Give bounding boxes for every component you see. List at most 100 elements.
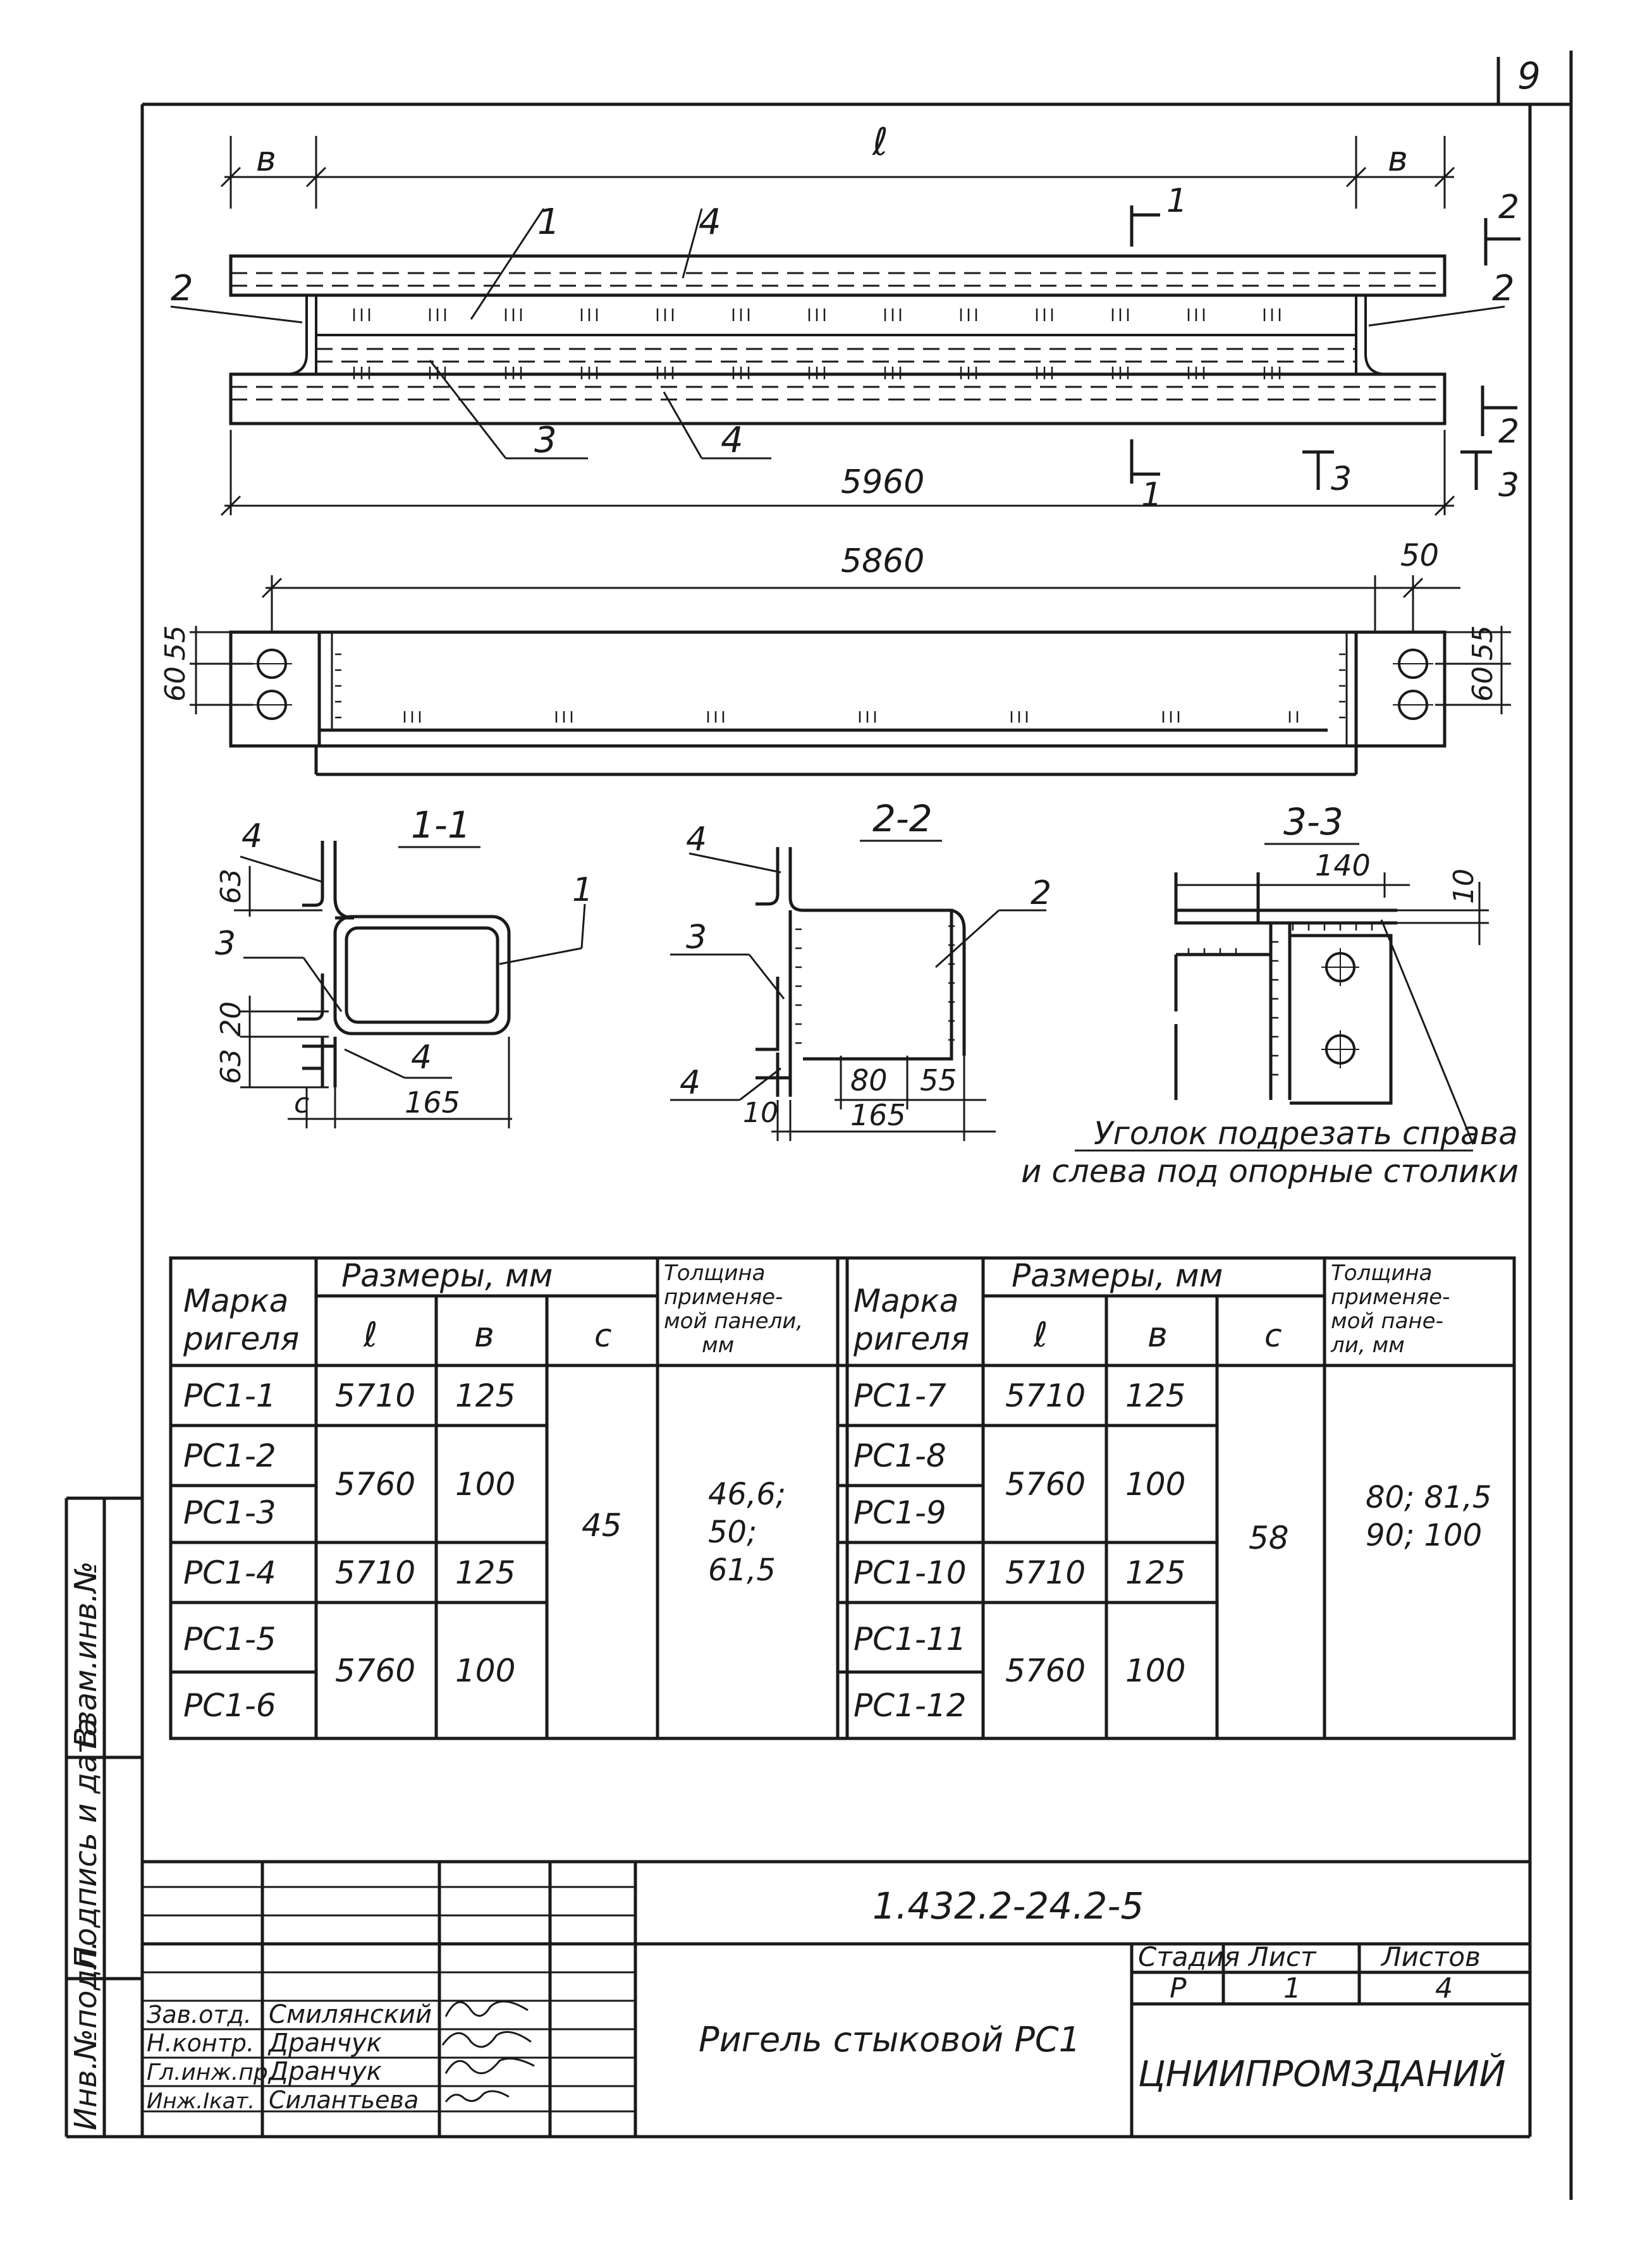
tr-row-4-mark: РС1-10 [854,1554,967,1591]
s33-dim-140: 140 [1315,848,1371,882]
tl-header-c: с [594,1317,612,1354]
section-1-1: 1-1 [215,803,593,1128]
s11-dim-63-top: 63 [215,869,247,904]
section-mark-1-bottom: 1 [1141,476,1162,514]
s22-dim-165: 165 [850,1098,906,1132]
staff-role-4: Инж.Iкат. [147,2089,255,2114]
tr-row-2-b: 100 [1125,1466,1185,1503]
sheet-number: 9 [1517,54,1541,97]
staff-name-2: Дранчук [267,2029,382,2058]
s33-note-line-2: и слева под опорные столики [1021,1153,1519,1190]
section-mark-2-bottom: 2 [1498,413,1519,451]
stamp-sign-date: Подпись и дата [68,1718,104,1969]
tr-row-1-mark: РС1-7 [854,1377,946,1414]
section-3-3: 3-3 [1021,800,1519,1190]
section-1-1-title: 1-1 [411,803,471,846]
staff-role-3: Гл.инж.пр. [147,2060,275,2085]
s22-dim-55: 55 [920,1063,957,1097]
tl-header-mark-1: Марка [183,1283,288,1319]
side-stamp: Взам.инв.№ Подпись и дата Инв.№подл. [64,1496,142,2139]
drawing-title: Ригель стыковой РС1 [699,2020,1080,2060]
tr-row-4-b: 125 [1125,1554,1185,1591]
tr-row-5-l: 5760 [1005,1652,1086,1689]
tl-row-4-b: 125 [455,1554,515,1591]
staff-name-3: Дранчук [267,2057,382,2086]
staff-name-4: Силантьева [269,2086,419,2114]
callout-1: 1 [537,202,560,243]
s11-dim-20: 20 [215,1001,247,1037]
plan-edge-left: 55 [159,625,192,661]
callout-2-right: 2 [1492,268,1515,309]
tl-row-2-l: 5760 [335,1466,415,1503]
tl-thickness-2: 50; [708,1515,757,1550]
stamp-inv-orig: Инв.№подл. [68,1940,104,2130]
tl-th-2: применяе- [664,1285,783,1310]
section-2-2: 2-2 [670,797,1051,1141]
sheet-value: 1 [1283,1972,1301,2005]
dim-l: ℓ [872,120,888,164]
plan-edge-right: 55 [1467,625,1499,661]
tl-row-5-b: 100 [455,1652,515,1689]
signature-marks [441,2000,535,2103]
callout-3: 3 [534,420,557,461]
callout-4-bottom: 4 [721,420,743,461]
s11-callout-4-bottom: 4 [411,1039,432,1077]
stage-value: Р [1170,1972,1187,2005]
tr-header-c: с [1264,1317,1282,1354]
s33-dim-10: 10 [1448,869,1480,904]
tl-header-mark-2: ригеля [183,1321,299,1357]
s22-callout-4-top: 4 [686,821,707,858]
tr-header-b: в [1147,1315,1168,1355]
tl-thickness-3: 61,5 [708,1553,776,1588]
plan-view: 5860 50 [159,538,1511,776]
staff-name-1: Смилянский [269,2000,432,2029]
tr-th-3: мой пане- [1331,1309,1443,1334]
s22-dim-80: 80 [850,1063,888,1097]
tl-row-4-mark: РС1-4 [183,1554,276,1591]
sheets-value: 4 [1435,1972,1453,2005]
plan-length-dim: 5860 [841,542,924,580]
tr-c-value: 58 [1249,1520,1289,1556]
section-mark-2-top: 2 [1498,188,1519,226]
tl-row-1-b: 125 [455,1377,515,1414]
dim-b-right: в [1388,139,1408,179]
s11-callout-3: 3 [215,925,236,963]
organization: ЦНИИПРОМЗДАНИЙ [1138,2054,1506,2095]
tl-header-sizes: Размеры, мм [341,1257,553,1294]
tr-th-2: применяе- [1331,1285,1450,1310]
sheets-label: Листов [1380,1941,1481,1972]
tl-row-2-mark: РС1-2 [183,1438,276,1474]
document-code: 1.432.2-24.2-5 [872,1884,1144,1927]
s22-dim-10: 10 [743,1097,778,1129]
tl-row-5-mark: РС1-5 [183,1621,276,1658]
sheet-frame [140,51,1573,2200]
elevation-view: в ℓ в [170,120,1520,516]
section-2-2-title: 2-2 [872,797,933,840]
s22-callout-4-bottom: 4 [680,1064,701,1102]
tr-row-5-b: 100 [1125,1652,1185,1689]
tr-row-2-l: 5760 [1005,1466,1086,1503]
tr-th-1: Толщина [1331,1261,1433,1286]
section-mark-1-top: 1 [1166,182,1187,220]
callout-2-left: 2 [171,268,193,309]
tr-row-3-mark: РС1-9 [854,1494,946,1531]
tl-th-3: мой панели, [664,1309,803,1334]
section-mark-3-right: 3 [1498,467,1519,504]
staff-role-2: Н.контр. [147,2029,254,2057]
tl-row-6-mark: РС1-6 [183,1687,276,1724]
s22-callout-2: 2 [1031,874,1051,912]
tl-row-1-l: 5710 [335,1377,415,1414]
s11-callout-1: 1 [572,871,593,909]
stamp-inv-replace: Взам.инв.№ [68,1561,104,1748]
tr-thickness-1: 80; 81,5 [1366,1480,1491,1515]
tl-th-1: Толщина [664,1261,766,1286]
tl-header-l: ℓ [363,1315,377,1355]
plan-hole-spacing-right: 60 [1467,666,1499,702]
section-mark-3-left: 3 [1331,460,1352,498]
s11-callout-4-top: 4 [242,817,262,855]
sheet-label: Лист [1247,1941,1317,1972]
tr-row-1-b: 125 [1125,1377,1185,1414]
